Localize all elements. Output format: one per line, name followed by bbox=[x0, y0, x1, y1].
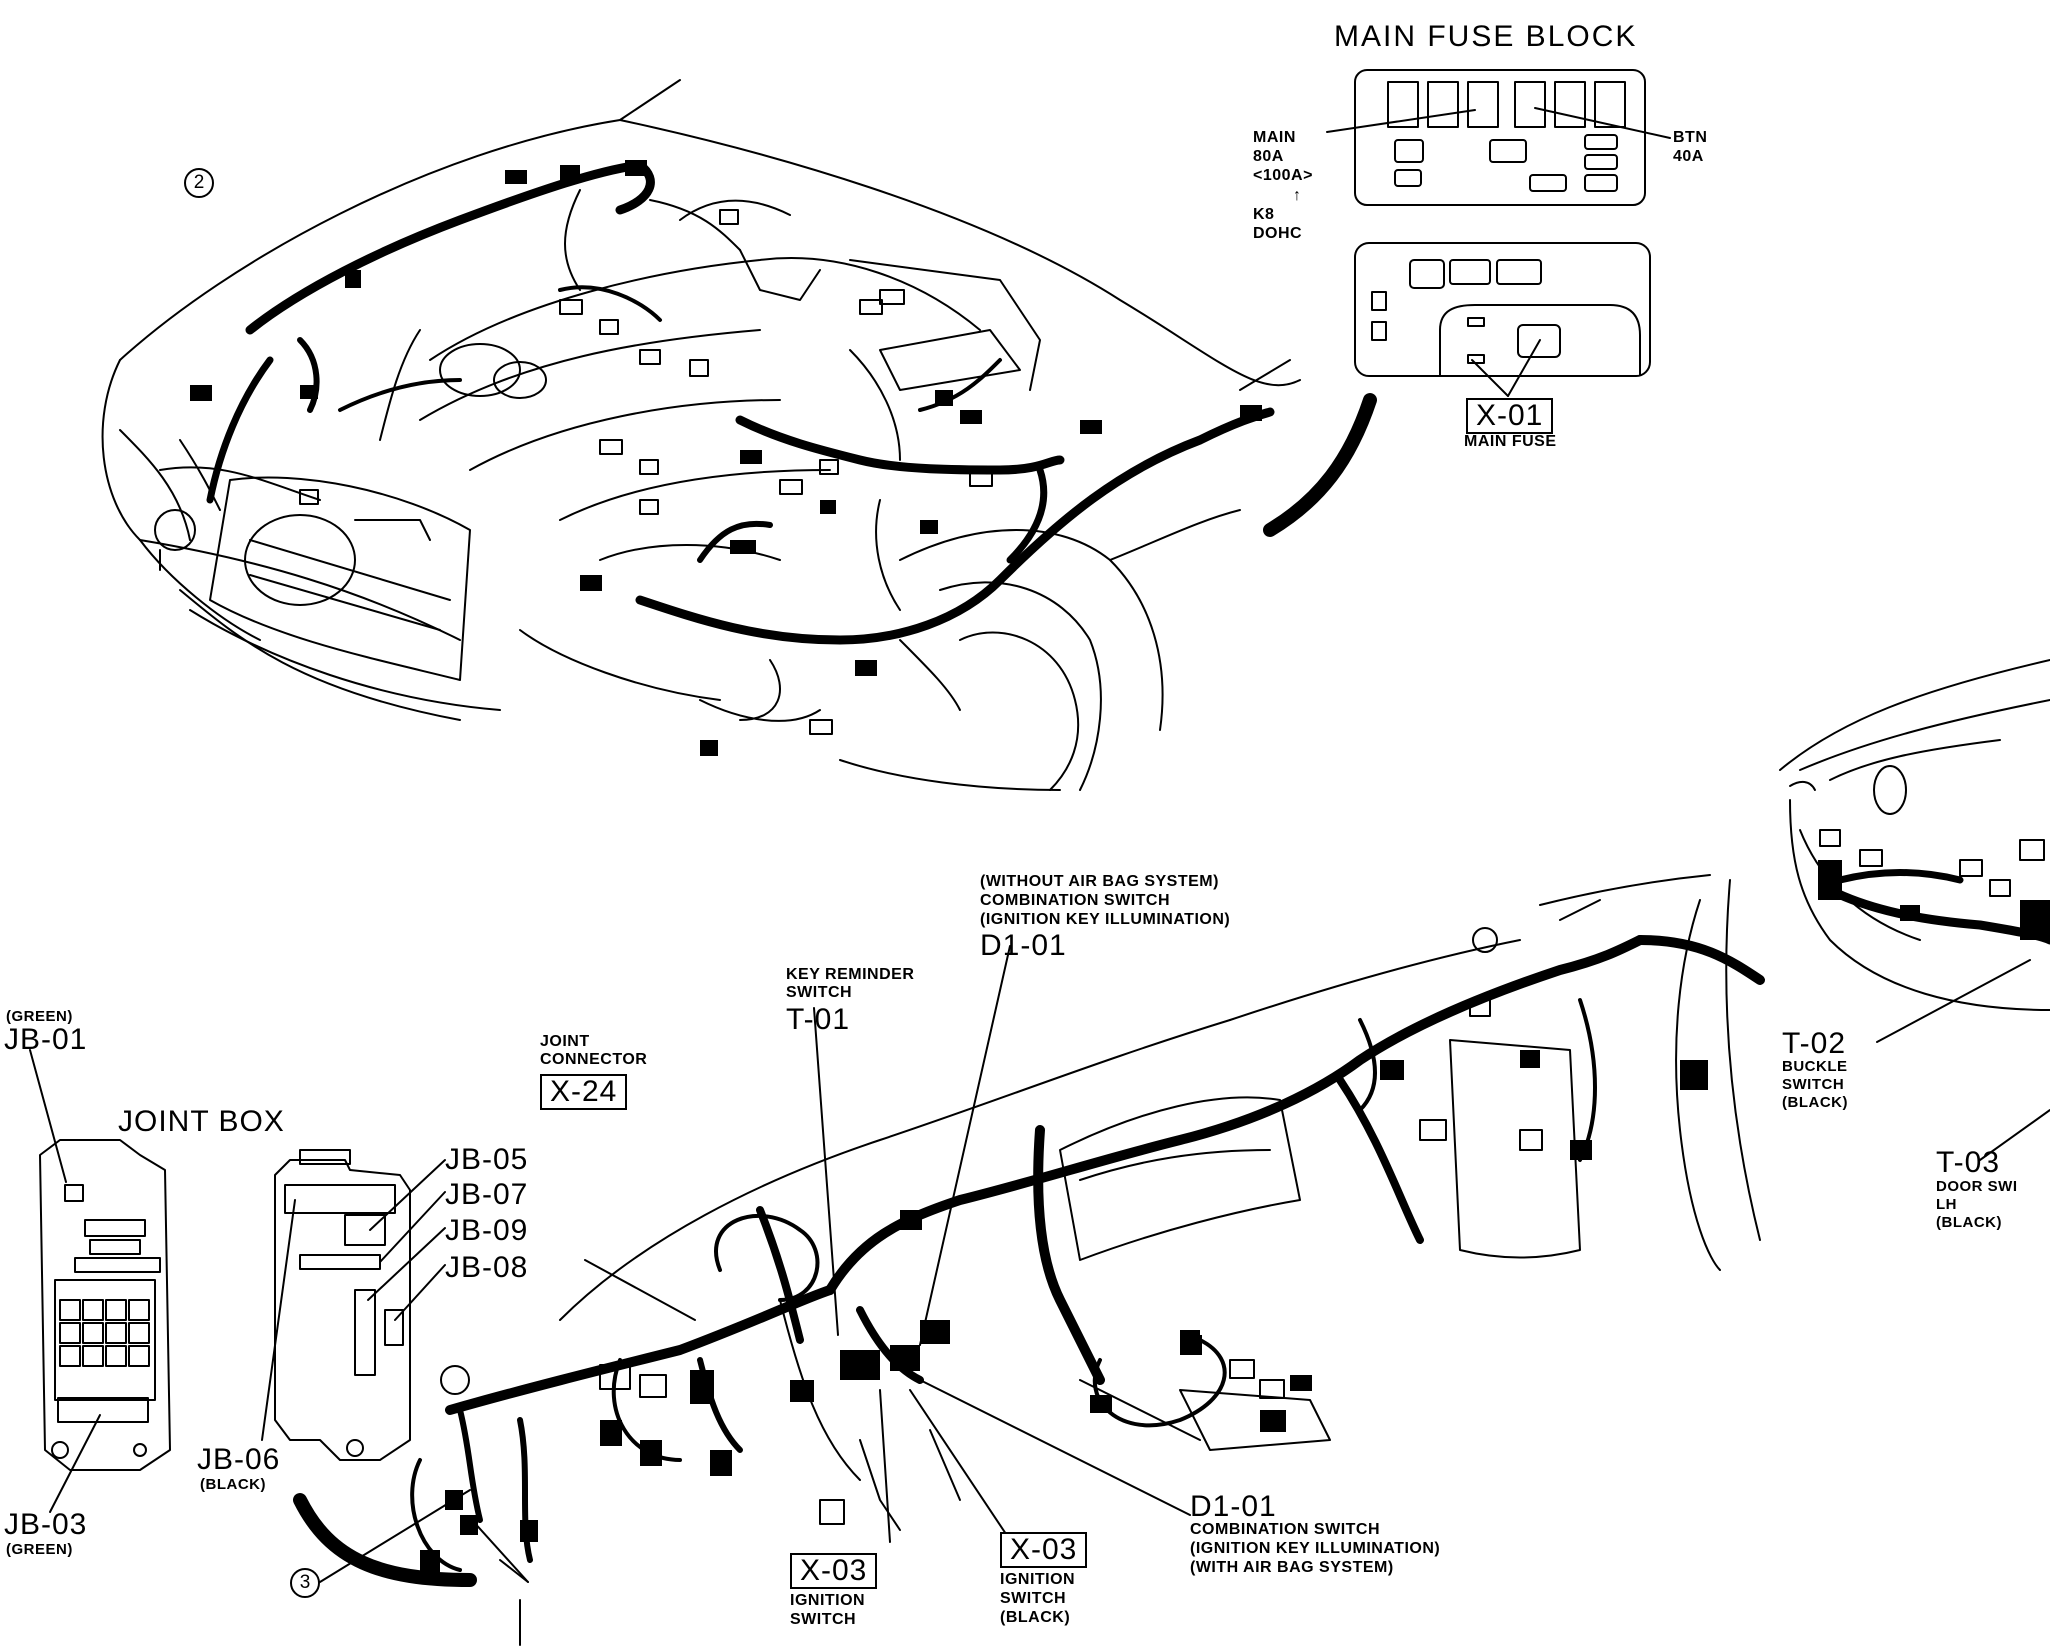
x03-left-description-line: SWITCH bbox=[790, 1611, 857, 1629]
joint-box-illustration bbox=[29, 1049, 477, 1587]
door-area-illustration bbox=[1779, 659, 2050, 1161]
x24-description-line: JOINT bbox=[540, 1033, 590, 1050]
t03-code: T-03 bbox=[1936, 1146, 2001, 1179]
main-fuse-label: MAIN 80A <100A> ↑ K8 DOHC bbox=[1253, 128, 1313, 243]
d101-bottom-description-line: COMBINATION SWITCH bbox=[1190, 1521, 1381, 1538]
dash-harness-illustration bbox=[319, 874, 1765, 1646]
jb03-code: JB-03 bbox=[4, 1508, 88, 1541]
btn-fuse-label-line: BTN bbox=[1673, 129, 1708, 146]
d101-top-description-line: (IGNITION KEY ILLUMINATION) bbox=[980, 911, 1231, 929]
jb01-code: JB-01 bbox=[4, 1023, 88, 1056]
d101-top-code: D1-01 bbox=[980, 929, 1067, 962]
t03-description-line: (BLACK) bbox=[1936, 1214, 2002, 1231]
d101-bottom-description-line: (IGNITION KEY ILLUMINATION) bbox=[1190, 1540, 1441, 1558]
d101-bottom-description: COMBINATION SWITCH (IGNITION KEY ILLUMIN… bbox=[1190, 1520, 1440, 1578]
jb07-code: JB-07 bbox=[445, 1178, 529, 1211]
t02-description-line: SWITCH bbox=[1782, 1076, 1845, 1093]
x24-description-line: CONNECTOR bbox=[540, 1051, 648, 1069]
d101-top-description-line: (WITHOUT AIR BAG SYSTEM) bbox=[980, 873, 1219, 890]
x03-left-description-line: IGNITION bbox=[790, 1592, 866, 1609]
d101-bottom-code: D1-01 bbox=[1190, 1490, 1277, 1523]
d101-bottom-description-line: (WITH AIR BAG SYSTEM) bbox=[1190, 1559, 1394, 1577]
x03-right-description: IGNITION SWITCH (BLACK) bbox=[1000, 1570, 1075, 1628]
x03-left-description: IGNITION SWITCH bbox=[790, 1591, 865, 1629]
t01-description-line: KEY REMINDER bbox=[786, 966, 915, 983]
t02-description: BUCKLE SWITCH (BLACK) bbox=[1782, 1058, 1848, 1112]
main-fuse-label-line: 80A bbox=[1253, 148, 1284, 166]
main-fuse-label-line: <100A> bbox=[1253, 167, 1313, 185]
x03-left-code: X-03 bbox=[790, 1553, 878, 1589]
main-fuse-label-line: K8 bbox=[1253, 205, 1275, 223]
jb05-code: JB-05 bbox=[445, 1143, 529, 1176]
d101-top-description-line: COMBINATION SWITCH bbox=[980, 892, 1171, 910]
t02-description-line: BUCKLE bbox=[1782, 1058, 1848, 1075]
d101-top-description: (WITHOUT AIR BAG SYSTEM) COMBINATION SWI… bbox=[980, 872, 1230, 930]
btn-fuse-label: BTN 40A bbox=[1673, 128, 1707, 166]
t01-description-line: SWITCH bbox=[786, 984, 853, 1002]
t01-description: KEY REMINDER SWITCH bbox=[786, 966, 914, 1003]
t03-description: DOOR SWI LH (BLACK) bbox=[1936, 1178, 2018, 1232]
x03-right-code: X-03 bbox=[1000, 1532, 1088, 1568]
joint-box-title: JOINT BOX bbox=[118, 1105, 285, 1138]
t03-description-line: DOOR SWI bbox=[1936, 1178, 2018, 1195]
x01-name: MAIN FUSE bbox=[1464, 433, 1557, 450]
main-fuse-label-line: MAIN bbox=[1253, 129, 1296, 146]
main-fuse-block-title: MAIN FUSE BLOCK bbox=[1334, 20, 1638, 53]
jb06-code: JB-06 bbox=[197, 1443, 281, 1476]
jb06-color: (BLACK) bbox=[200, 1476, 266, 1493]
jb08-code: JB-08 bbox=[445, 1251, 529, 1284]
callout-2: 2 bbox=[184, 168, 214, 198]
jb01-color: (GREEN) bbox=[6, 1008, 73, 1025]
t01-code: T-01 bbox=[786, 1003, 851, 1036]
x03-right-description-line: SWITCH bbox=[1000, 1590, 1067, 1608]
x03-right-description-line: IGNITION bbox=[1000, 1571, 1076, 1588]
callout-3: 3 bbox=[290, 1568, 320, 1598]
btn-fuse-label-line: 40A bbox=[1673, 148, 1704, 166]
main-fuse-block-illustration bbox=[1326, 69, 1671, 397]
x03-right-description-line: (BLACK) bbox=[1000, 1609, 1071, 1627]
t02-code: T-02 bbox=[1782, 1027, 1847, 1060]
x24-description: JOINT CONNECTOR bbox=[540, 1033, 647, 1070]
t03-description-line: LH bbox=[1936, 1196, 1957, 1213]
x24-code: X-24 bbox=[540, 1074, 628, 1110]
jb03-color: (GREEN) bbox=[6, 1541, 73, 1558]
engine-bay-illustration bbox=[101, 79, 1377, 791]
main-fuse-label-line: ↑ bbox=[1293, 186, 1302, 204]
jb09-code: JB-09 bbox=[445, 1214, 529, 1247]
t02-description-line: (BLACK) bbox=[1782, 1094, 1848, 1111]
x01-code: X-01 bbox=[1466, 398, 1554, 434]
main-fuse-label-line: DOHC bbox=[1253, 224, 1303, 242]
